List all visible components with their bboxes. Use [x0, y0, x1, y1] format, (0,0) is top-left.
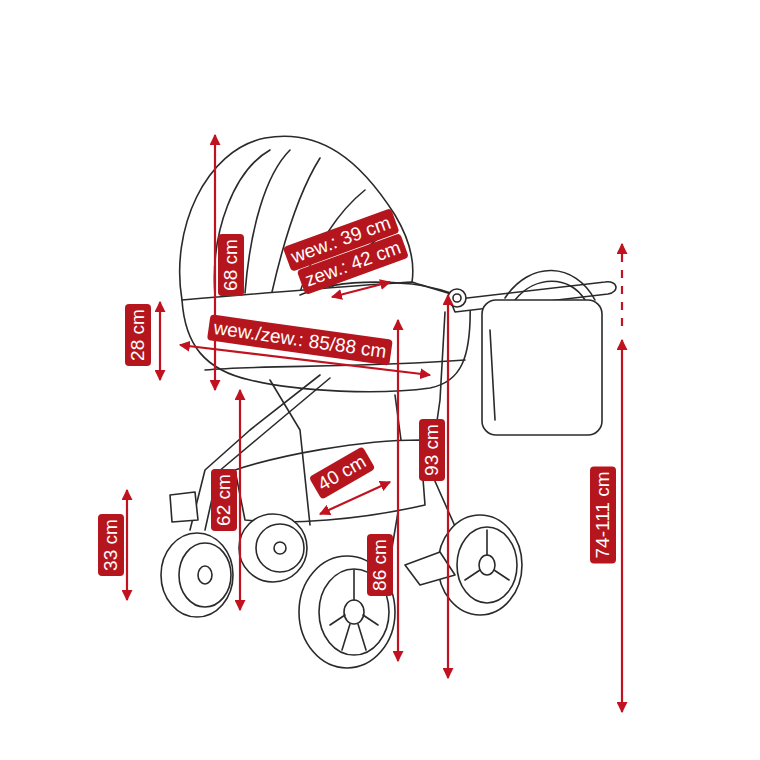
- dimension-label: 28 cm: [125, 304, 151, 366]
- dimension-label: 74-111 cm: [590, 467, 616, 564]
- dimension-label: 86 cm: [367, 534, 393, 596]
- dimension-label: 93 cm: [419, 419, 445, 481]
- dimension-label: 62 cm: [211, 469, 237, 531]
- dimension-label: 33 cm: [98, 514, 124, 576]
- dimension-label: 68 cm: [218, 234, 244, 296]
